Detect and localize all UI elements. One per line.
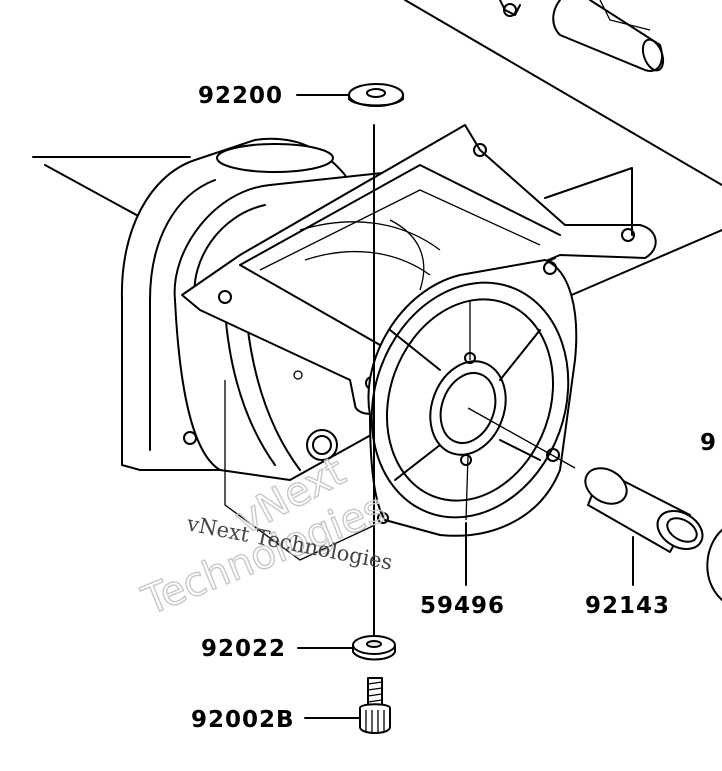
part-label-59496: 59496 [420, 593, 505, 619]
upper-pipe-assembly [404, 0, 722, 186]
washer-92022 [352, 635, 396, 661]
part-label-92002B: 92002B [191, 707, 295, 733]
collar-92143 [584, 467, 722, 601]
bolt-92002B [359, 677, 391, 734]
pump-housing [120, 124, 657, 561]
frame-lines [32, 156, 722, 301]
part-label-92143: 92143 [585, 593, 670, 619]
leader-lines [296, 94, 634, 719]
washer-92200 [348, 83, 404, 107]
part-label-92022: 92022 [201, 636, 286, 662]
part-label-cut-off: 9 [700, 430, 717, 456]
part-label-92200: 92200 [198, 83, 283, 109]
